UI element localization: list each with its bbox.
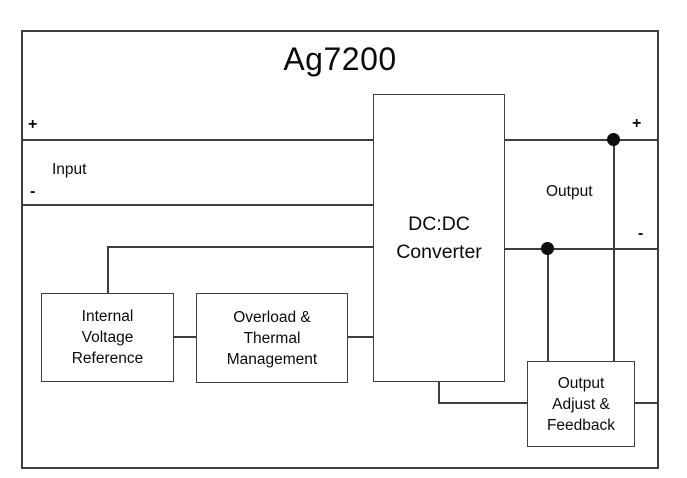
input-plus-sign: + [28, 116, 38, 133]
input-minus-sign: - [30, 183, 36, 200]
diagram-title: Ag7200 [283, 41, 397, 77]
junction-dot-plus-rail [607, 133, 620, 146]
wire-output-minus-rail [504, 248, 659, 250]
internal-voltage-reference-block: Internal Voltage Reference [41, 293, 174, 382]
output-plus-sign: + [632, 115, 642, 132]
wire-ivr-to-overload [174, 336, 197, 338]
dcdc-converter-block: DC:DC Converter [373, 94, 505, 382]
overload-thermal-management-block: Overload & Thermal Management [196, 293, 348, 383]
input-label: Input [52, 161, 87, 178]
output-adjust-feedback-block: Output Adjust & Feedback [527, 361, 635, 447]
output-label: Output [546, 183, 593, 200]
wire-feedback-to-border [635, 402, 659, 404]
wire-reference-horizontal [107, 246, 374, 248]
wire-plus-tap-vertical [613, 140, 615, 361]
wire-dcdc-to-feedback-down [438, 382, 440, 403]
wire-input-plus-rail [21, 139, 373, 141]
wire-reference-vertical [107, 246, 109, 294]
wire-dcdc-to-feedback-across [438, 402, 528, 404]
wire-overload-to-dcdc [348, 336, 374, 338]
wire-minus-tap-vertical [547, 249, 549, 361]
output-minus-sign: - [638, 225, 644, 242]
wire-input-minus-rail [21, 204, 373, 206]
junction-dot-minus-rail [541, 242, 554, 255]
wire-output-plus-rail [504, 139, 659, 141]
